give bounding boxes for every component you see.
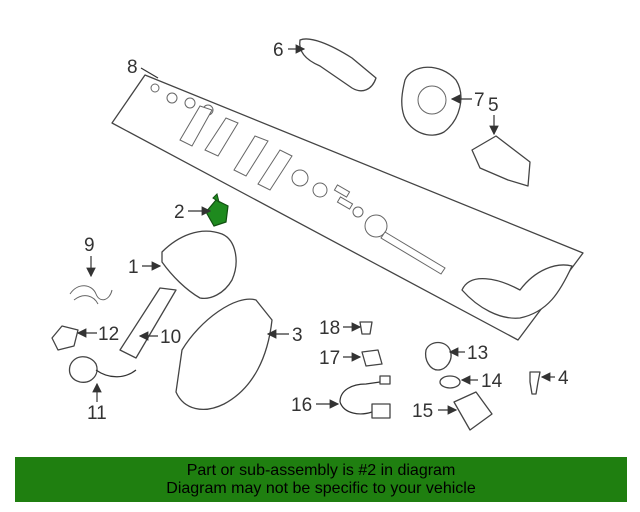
callout-9: 9 <box>84 235 95 256</box>
info-banner: Part or sub-assembly is #2 in diagram Di… <box>15 457 627 502</box>
part-15-module <box>453 391 493 431</box>
leader-lines <box>76 44 555 415</box>
callout-12: 12 <box>98 324 119 345</box>
callout-18: 18 <box>319 318 340 339</box>
callout-4: 4 <box>558 368 569 389</box>
part-18-bolt <box>359 321 373 335</box>
part-9-clip <box>69 285 113 305</box>
callout-8: 8 <box>127 57 138 78</box>
callout-10: 10 <box>160 327 181 348</box>
callout-3: 3 <box>292 325 303 346</box>
part-4-screw <box>529 371 541 395</box>
part-14-ring <box>439 375 461 389</box>
banner-line-1: Part or sub-assembly is #2 in diagram <box>186 461 456 479</box>
part-5-connector <box>471 135 531 187</box>
part-13-switch <box>424 341 452 371</box>
part-12-clip <box>51 325 79 351</box>
callout-11: 11 <box>87 403 107 424</box>
part-10-bracket <box>119 287 177 359</box>
callout-17: 17 <box>319 348 340 369</box>
callout-6: 6 <box>273 40 284 61</box>
banner-line-2: Diagram may not be specific to your vehi… <box>166 479 476 497</box>
part-11-sensor <box>68 356 137 383</box>
callout-2: 2 <box>174 202 185 223</box>
callout-15: 15 <box>412 401 433 422</box>
callout-labels: 8 2 1 3 6 7 5 9 10 11 12 13 14 15 16 17 … <box>84 40 569 424</box>
part-7-clockspring <box>401 66 462 136</box>
callout-13: 13 <box>467 343 488 364</box>
part-16-harness <box>339 375 391 419</box>
part-17-clip <box>361 349 383 367</box>
callout-1: 1 <box>128 257 139 278</box>
part-3-lower-shroud <box>175 298 273 410</box>
part-2-screw-highlighted <box>205 193 229 227</box>
parts-diagram: 8 2 1 3 6 7 5 9 10 11 12 13 14 15 16 17 … <box>51 38 584 431</box>
callout-14: 14 <box>481 371 503 392</box>
part-6-switch <box>299 38 377 92</box>
part-8-panel <box>111 74 584 341</box>
callout-5: 5 <box>488 95 499 116</box>
callout-7: 7 <box>474 90 485 111</box>
callout-16: 16 <box>291 395 312 416</box>
part-1-upper-shroud <box>161 230 237 300</box>
